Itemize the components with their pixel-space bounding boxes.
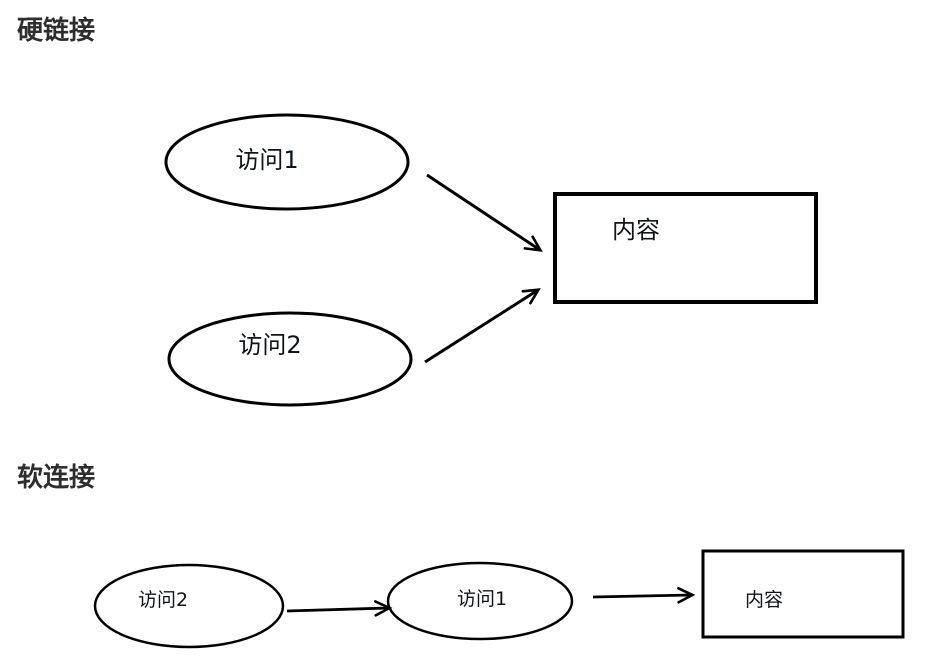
arrow-hard-access1-to-content bbox=[426, 173, 543, 252]
hard-access-1-label: 访问1 bbox=[235, 146, 298, 174]
hard-content-rect bbox=[553, 192, 818, 304]
hard-content-label: 内容 bbox=[612, 216, 660, 244]
hard-access-2-label: 访问2 bbox=[238, 331, 301, 359]
arrow-hard-access2-to-content bbox=[424, 288, 541, 364]
soft-access-1-label: 访问1 bbox=[457, 588, 507, 610]
hard-access-2-ellipse bbox=[167, 311, 413, 407]
hard-access-1-ellipse bbox=[164, 113, 410, 211]
arrow-soft-access2-to-access1 bbox=[286, 600, 393, 617]
soft-access-2-ellipse bbox=[93, 563, 285, 649]
arrow-soft-access1-to-content bbox=[592, 586, 696, 604]
soft-content-rect bbox=[701, 549, 905, 639]
soft-link-section-title: 软连接 bbox=[17, 463, 95, 493]
soft-access-2-label: 访问2 bbox=[138, 589, 188, 611]
soft-content-label: 内容 bbox=[745, 589, 783, 611]
hard-link-section-title: 硬链接 bbox=[17, 15, 95, 46]
